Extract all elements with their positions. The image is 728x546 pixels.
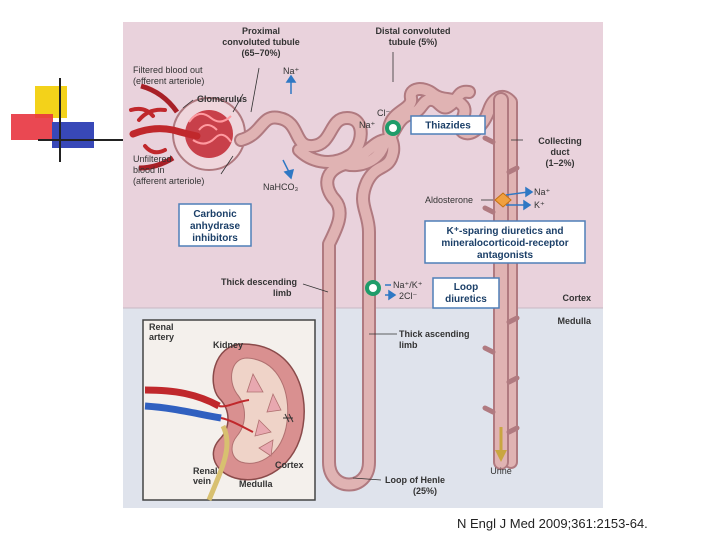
medulla-zone-label: Medulla [557, 316, 591, 326]
distal-label-1: Distal convoluted [375, 26, 450, 36]
aldosterone-label: Aldosterone [425, 195, 473, 205]
k-sparing-box [424, 220, 586, 264]
thick-descending-2: limb [273, 288, 292, 298]
distal-label-2: tubule (5%) [389, 37, 438, 47]
cortex-zone-label: Cortex [562, 293, 591, 303]
ion-k-aldo: K⁺ [534, 200, 545, 210]
ion-na-k-loop: Na⁺/K⁺ [393, 280, 423, 290]
nephron-tubule [234, 82, 518, 492]
inset-renal-artery-2: artery [149, 332, 174, 342]
nephron-diagram: Thiazides Carbonic anhydrase inhibitors … [123, 22, 603, 508]
loop-transporter [365, 280, 381, 296]
carbonic-anhydrase-line1: Carbonic [193, 209, 237, 220]
kidney-inset [142, 319, 316, 501]
thick-descending-1: Thick descending [221, 277, 297, 287]
collecting-duct-1: Collecting [538, 136, 582, 146]
loop-diuretics-line2: diuretics [445, 294, 487, 305]
loop-diuretics-box [432, 277, 500, 309]
k-sparing-line3: antagonists [477, 250, 534, 261]
inset-renal-vein-1: Renal [193, 466, 218, 476]
leader-lines [182, 52, 523, 481]
citation: N Engl J Med 2009;361:2153-64. [457, 516, 648, 531]
yellow-square [35, 86, 67, 118]
thiazides-label: Thiazides [425, 121, 471, 132]
inset-medulla-label: Medulla [239, 479, 273, 489]
inset-kidney-label: Kidney [213, 340, 243, 350]
filtered-blood-out-1: Filtered blood out [133, 65, 203, 75]
glomerulus-label: Glomerulus [197, 94, 247, 104]
proximal-label-2: convoluted tubule [222, 37, 300, 47]
ion-na-distal: Na⁺ [359, 120, 376, 130]
loop-of-henle-2: (25%) [413, 486, 437, 496]
thick-ascending-1: Thick ascending [399, 329, 470, 339]
k-sparing-line2: mineralocorticoid-receptor [441, 238, 568, 249]
inset-cortex-label: Cortex [275, 460, 304, 470]
collecting-duct-3: (1–2%) [545, 158, 574, 168]
thiazides-box [410, 115, 486, 135]
k-sparing-line1: K⁺-sparing diuretics and [447, 226, 564, 237]
aldosterone-receptor [494, 192, 512, 208]
filtered-blood-out-2: (efferent arteriole) [133, 76, 204, 86]
urine-label: Urine [490, 466, 512, 476]
loop-of-henle-1: Loop of Henle [385, 475, 445, 485]
carbonic-anhydrase-line2: anhydrase [190, 221, 240, 232]
unfiltered-blood-3: (afferent arteriole) [133, 176, 204, 186]
ion-nahco3: NaHCO₃ [263, 182, 299, 192]
inset-renal-artery-1: Renal [149, 322, 174, 332]
carbonic-anhydrase-box [178, 203, 252, 247]
ion-na-aldo: Na⁺ [534, 187, 551, 197]
thick-ascending-2: limb [399, 340, 418, 350]
blue-square [52, 122, 94, 148]
loop-diuretics-line1: Loop [454, 282, 478, 293]
unfiltered-blood-2: blood in [133, 165, 165, 175]
ion-cl-distal: Cl⁻ [377, 108, 390, 118]
thiazide-transporter [385, 120, 401, 136]
ion-2cl-loop: 2Cl⁻ [399, 291, 418, 301]
red-square [11, 114, 53, 140]
proximal-label-1: Proximal [242, 26, 280, 36]
unfiltered-blood-1: Unfiltered [133, 154, 172, 164]
collecting-duct-2: duct [551, 147, 570, 157]
proximal-label-3: (65–70%) [241, 48, 280, 58]
slide-decoration [11, 78, 128, 162]
inset-renal-vein-2: vein [193, 476, 211, 486]
carbonic-anhydrase-line3: inhibitors [192, 233, 238, 244]
ion-arrows [282, 74, 534, 301]
ion-na-proximal: Na⁺ [283, 66, 300, 76]
